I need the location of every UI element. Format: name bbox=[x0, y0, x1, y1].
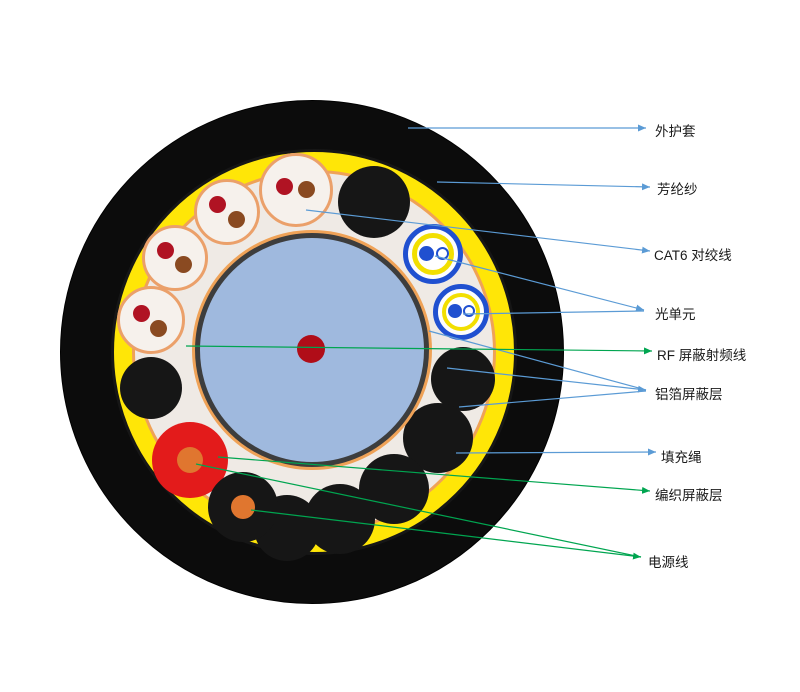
cat6-wire-brown bbox=[228, 211, 245, 228]
power-core bbox=[177, 447, 203, 473]
label-optical-unit: 光单元 bbox=[655, 307, 696, 322]
power-core bbox=[231, 495, 255, 519]
cat6-wire-red bbox=[157, 242, 174, 259]
label-power-line: 电源线 bbox=[648, 555, 689, 570]
cat6-pair-unit bbox=[142, 225, 208, 291]
cat6-pair-unit bbox=[117, 286, 185, 354]
label-braided-shield: 编织屏蔽层 bbox=[655, 488, 723, 503]
cat6-wire-red bbox=[209, 196, 226, 213]
label-filler-rope: 填充绳 bbox=[661, 450, 702, 465]
label-rf-line: RF 屏蔽射频线 bbox=[657, 348, 747, 363]
optical-fiber-blue bbox=[419, 246, 434, 261]
optical-fiber-blue bbox=[448, 304, 462, 318]
cat6-wire-red bbox=[133, 305, 150, 322]
filler-rope bbox=[431, 347, 495, 411]
cat6-wire-red bbox=[276, 178, 293, 195]
cat6-wire-brown bbox=[150, 320, 167, 337]
filler-rope bbox=[120, 357, 182, 419]
rf-center-conductor bbox=[297, 335, 325, 363]
optical-fiber-white bbox=[463, 305, 475, 317]
cat6-wire-brown bbox=[175, 256, 192, 273]
cat6-pair-unit bbox=[259, 153, 333, 227]
label-cat6-pair: CAT6 对绞线 bbox=[654, 248, 732, 263]
label-aramid-yarn: 芳纶纱 bbox=[657, 182, 698, 197]
optical-fiber-white bbox=[436, 247, 449, 260]
cat6-wire-brown bbox=[298, 181, 315, 198]
label-foil-shield: 铝箔屏蔽层 bbox=[655, 387, 723, 402]
label-outer-sheath: 外护套 bbox=[655, 124, 696, 139]
filler-rope bbox=[338, 166, 410, 238]
cat6-pair-unit bbox=[194, 179, 260, 245]
